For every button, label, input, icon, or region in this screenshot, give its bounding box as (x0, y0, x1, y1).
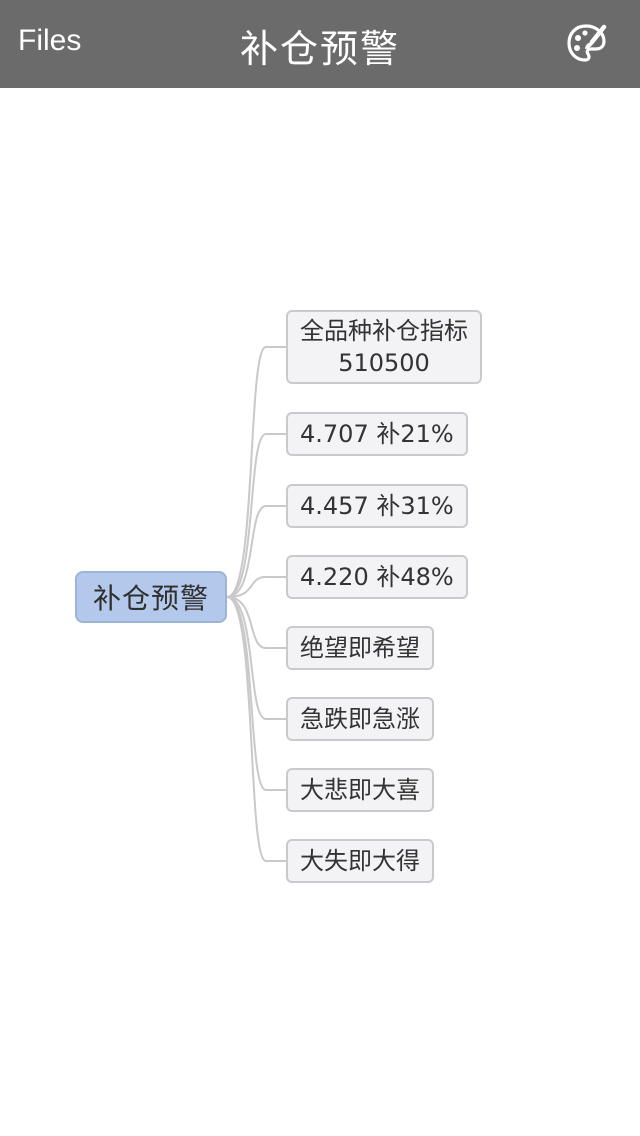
node-label: 绝望即希望 (300, 634, 420, 662)
mindmap-node-level-1[interactable]: 4.707 补21% (286, 412, 468, 456)
palette-brush-icon[interactable] (566, 22, 608, 64)
node-label: 4.220 补48% (300, 563, 454, 591)
node-label: 大失即大得 (300, 847, 420, 875)
mindmap-node-level-3[interactable]: 4.220 补48% (286, 555, 468, 599)
node-label: 急跌即急涨 (300, 705, 420, 733)
mindmap-node-loss-gain[interactable]: 大失即大得 (286, 839, 434, 883)
mindmap-node-sorrow-joy[interactable]: 大悲即大喜 (286, 768, 434, 812)
connector-line (226, 596, 286, 649)
connector-line (226, 433, 286, 598)
connector-line (226, 596, 286, 791)
connector-line (226, 596, 286, 720)
mindmap-node-drop-rise[interactable]: 急跌即急涨 (286, 697, 434, 741)
node-label: 全品种补仓指标 (300, 317, 468, 345)
files-back-button[interactable]: Files (18, 24, 82, 57)
node-label: 大悲即大喜 (300, 776, 420, 804)
mindmap-root-node[interactable]: 补仓预警 (75, 571, 227, 623)
page-title: 补仓预警 (239, 27, 400, 71)
node-sublabel: 510500 (338, 349, 430, 377)
navigation-bar: Files 补仓预警 (0, 0, 640, 88)
mindmap-node-level-2[interactable]: 4.457 补31% (286, 484, 468, 528)
mindmap-node-indicator[interactable]: 全品种补仓指标 510500 (286, 310, 482, 384)
node-label: 4.707 补21% (300, 420, 454, 448)
mindmap-node-despair-hope[interactable]: 绝望即希望 (286, 626, 434, 670)
connector-line (226, 596, 286, 862)
node-label: 4.457 补31% (300, 492, 454, 520)
mindmap-canvas: 补仓预警 全品种补仓指标 510500 4.707 补21% 4.457 补31… (0, 88, 640, 1136)
connector-line (226, 576, 286, 598)
connector-line (226, 505, 286, 598)
mindmap-connectors (226, 346, 286, 862)
connector-line (226, 346, 286, 598)
